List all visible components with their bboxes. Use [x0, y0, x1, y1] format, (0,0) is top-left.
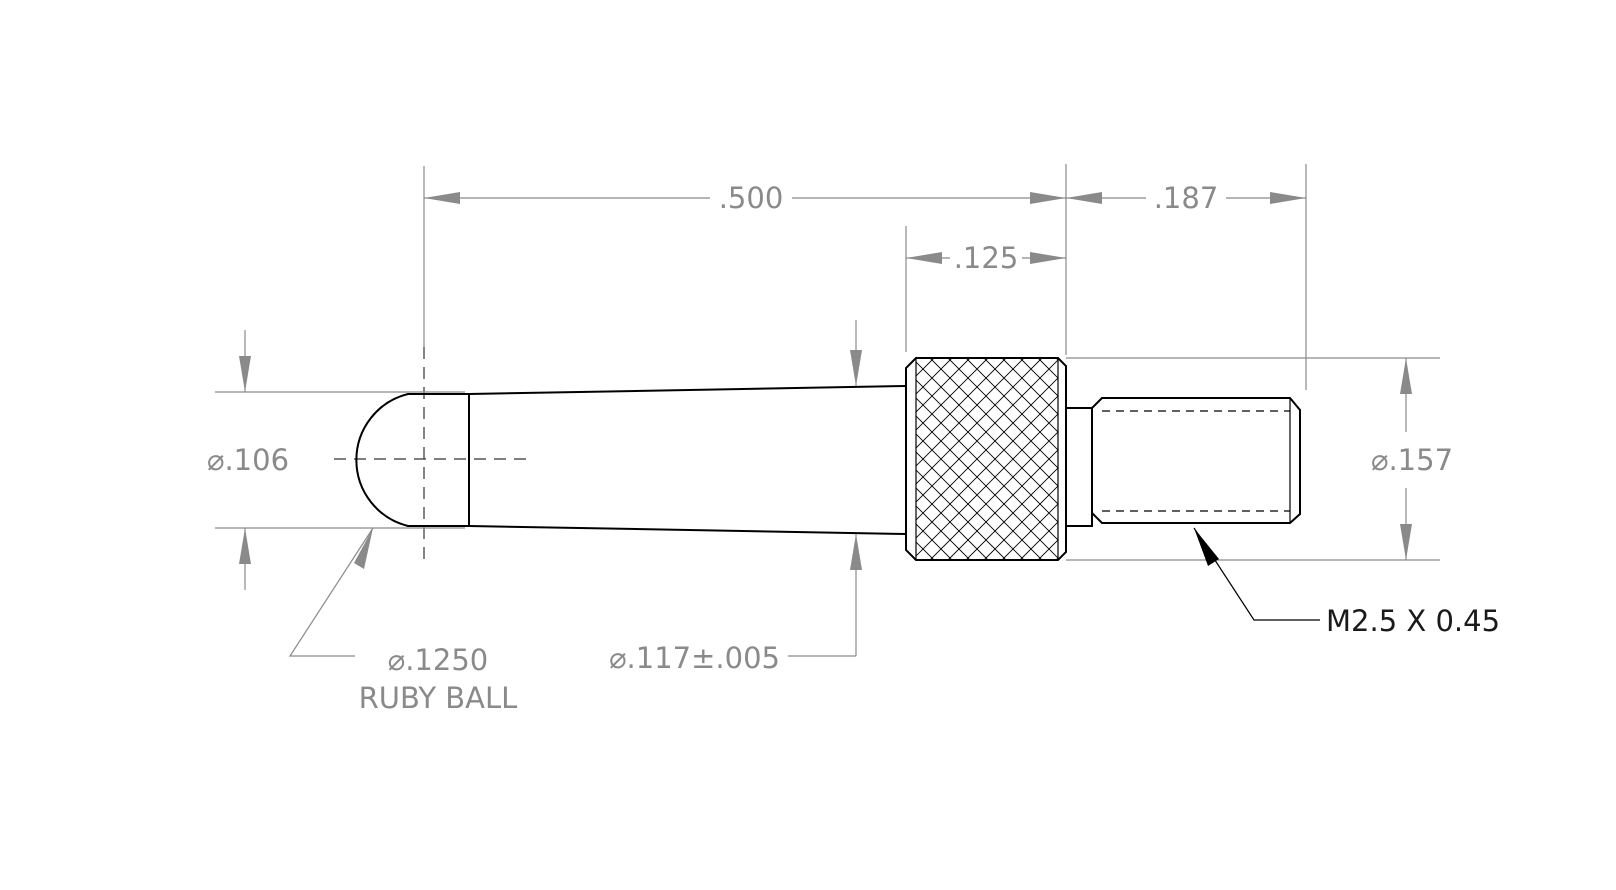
ball-material-label: RUBY BALL: [359, 681, 518, 715]
threaded-shank-icon: [1066, 397, 1301, 527]
dim-overall-length: .500: [424, 181, 1066, 215]
dim-thread-length-label: .187: [1154, 181, 1219, 215]
ball-diameter-label: ⌀.1250: [388, 643, 488, 677]
knurled-collar-icon: [905, 357, 1067, 561]
dim-ball-neck-diameter-label: ⌀.106: [207, 443, 289, 477]
dim-knurl-diameter: ⌀.157: [1371, 358, 1453, 560]
dim-overall-length-label: .500: [719, 181, 784, 215]
centerlines: [334, 347, 530, 562]
dim-stem-diameter-label: ⌀.117±.005: [609, 641, 780, 675]
leader-thread-spec: M2.5 X 0.45: [1193, 527, 1500, 638]
leader-ball-diameter: ⌀.1250 RUBY BALL: [288, 527, 518, 715]
dim-stem-diameter: ⌀.117±.005: [609, 320, 862, 675]
dim-knurl-width: .125: [906, 241, 1066, 275]
dim-knurl-diameter-label: ⌀.157: [1371, 443, 1453, 477]
extension-lines: [215, 164, 1440, 561]
dim-thread-length: .187: [1066, 181, 1306, 215]
dim-ball-neck-diameter: ⌀.106: [207, 330, 289, 590]
ruby-ball-icon: [355, 393, 469, 527]
stylus-stem-icon: [468, 385, 907, 535]
thread-spec-label: M2.5 X 0.45: [1326, 604, 1500, 638]
dim-knurl-width-label: .125: [954, 241, 1019, 275]
